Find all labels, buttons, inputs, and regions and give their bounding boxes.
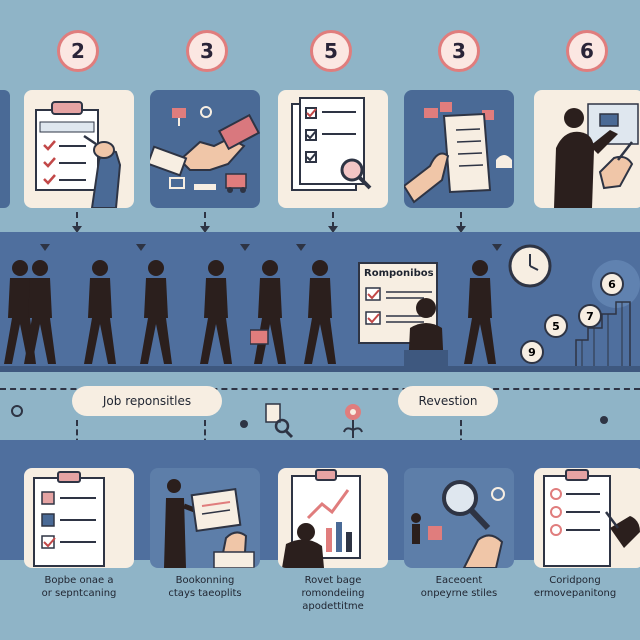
caption-line: Bookonning — [175, 575, 235, 586]
pill-label: Revestion — [418, 394, 478, 408]
pill-label: Job reponsitles — [102, 394, 192, 408]
number-circle-9: 9 — [520, 340, 544, 364]
bottom-card-inspection — [404, 468, 514, 568]
step-number: 3 — [452, 39, 466, 63]
caption-1: Bopbe onae a or sepntcaning — [14, 574, 144, 600]
walking-businessman — [464, 260, 496, 364]
step-number: 5 — [324, 39, 338, 63]
caption-line: or sepntcaning — [41, 588, 117, 599]
caption-line: onpeyrne stiles — [420, 588, 498, 599]
step-badge-2: 3 — [186, 30, 228, 72]
seated-person — [404, 298, 448, 370]
step-badge-3: 5 — [310, 30, 352, 72]
caption-3: Rovet bage romondeiing apodettitme — [268, 574, 398, 613]
card-review-paper — [404, 90, 514, 208]
number-circle-7: 7 — [578, 304, 602, 328]
gear-icon — [11, 405, 23, 417]
caption-2: Bookonning ctays taeoplits — [140, 574, 270, 600]
step-badge-1: 2 — [57, 30, 99, 72]
caption-line: Bopbe onae a — [44, 575, 114, 586]
band-floor — [0, 366, 640, 372]
bottom-card-clipboard-pen — [534, 468, 640, 568]
circle-number: 6 — [608, 277, 616, 291]
walking-businessman — [24, 260, 56, 364]
step-number: 3 — [200, 39, 214, 63]
step-badge-4: 3 — [438, 30, 480, 72]
review-paper-illustration — [404, 102, 512, 204]
pill-revestion: Revestion — [398, 386, 498, 416]
number-circle-6: 6 — [600, 272, 624, 296]
board-checklist — [365, 287, 432, 325]
walking-businessman — [84, 260, 116, 364]
card-presentation — [534, 90, 640, 208]
circle-number: 9 — [528, 345, 536, 359]
clipboard-pen-illustration — [543, 469, 640, 567]
step-number: 6 — [580, 39, 594, 63]
caption-line: Coridpong — [549, 575, 601, 586]
partial-card-left — [0, 90, 10, 208]
caption-line: Eaceoent — [435, 575, 483, 586]
caption-line: romondeiing — [301, 588, 365, 599]
handoff-illustration — [164, 479, 255, 568]
walking-businessman — [304, 260, 336, 364]
bottom-card-clipboard — [24, 468, 134, 568]
walking-businessman-briefcase — [250, 260, 286, 364]
card-checklist — [24, 90, 134, 208]
circle-number: 5 — [552, 319, 560, 333]
circle-number: 7 — [586, 309, 594, 323]
walking-businessman — [200, 260, 232, 364]
caption-line: ctays taeoplits — [168, 588, 242, 599]
step-number: 2 — [71, 39, 85, 63]
magnifier-icon — [265, 403, 294, 439]
step-badge-5: 6 — [566, 30, 608, 72]
clipboard-illustration — [33, 471, 105, 567]
number-circle-5: 5 — [544, 314, 568, 338]
checklist-illustration — [35, 101, 122, 208]
inspection-illustration — [411, 480, 505, 568]
flower-icon — [343, 404, 363, 438]
caption-line: ermovepanitong — [533, 588, 617, 599]
board-title: Romponibos — [364, 268, 434, 279]
caption-line: Rovet bage — [304, 575, 362, 586]
presentation-illustration — [554, 103, 639, 208]
bottom-card-handoff — [150, 468, 260, 568]
bottom-card-chart — [278, 468, 388, 568]
caption-5: Coridpong ermovepanitong — [510, 574, 640, 600]
growth-chart-illustration — [282, 469, 361, 568]
handshake-illustration — [150, 106, 260, 193]
pill-job-responsibilities: Job reponsitles — [72, 386, 222, 416]
card-handshake — [150, 90, 260, 208]
document-review-illustration — [291, 97, 372, 191]
caption-4: Eaceoent onpeyrne stiles — [394, 574, 524, 600]
card-document-review — [278, 90, 388, 208]
walking-businessman — [140, 260, 172, 364]
timeline-line — [0, 388, 640, 390]
caption-line: apodettitme — [302, 601, 364, 612]
